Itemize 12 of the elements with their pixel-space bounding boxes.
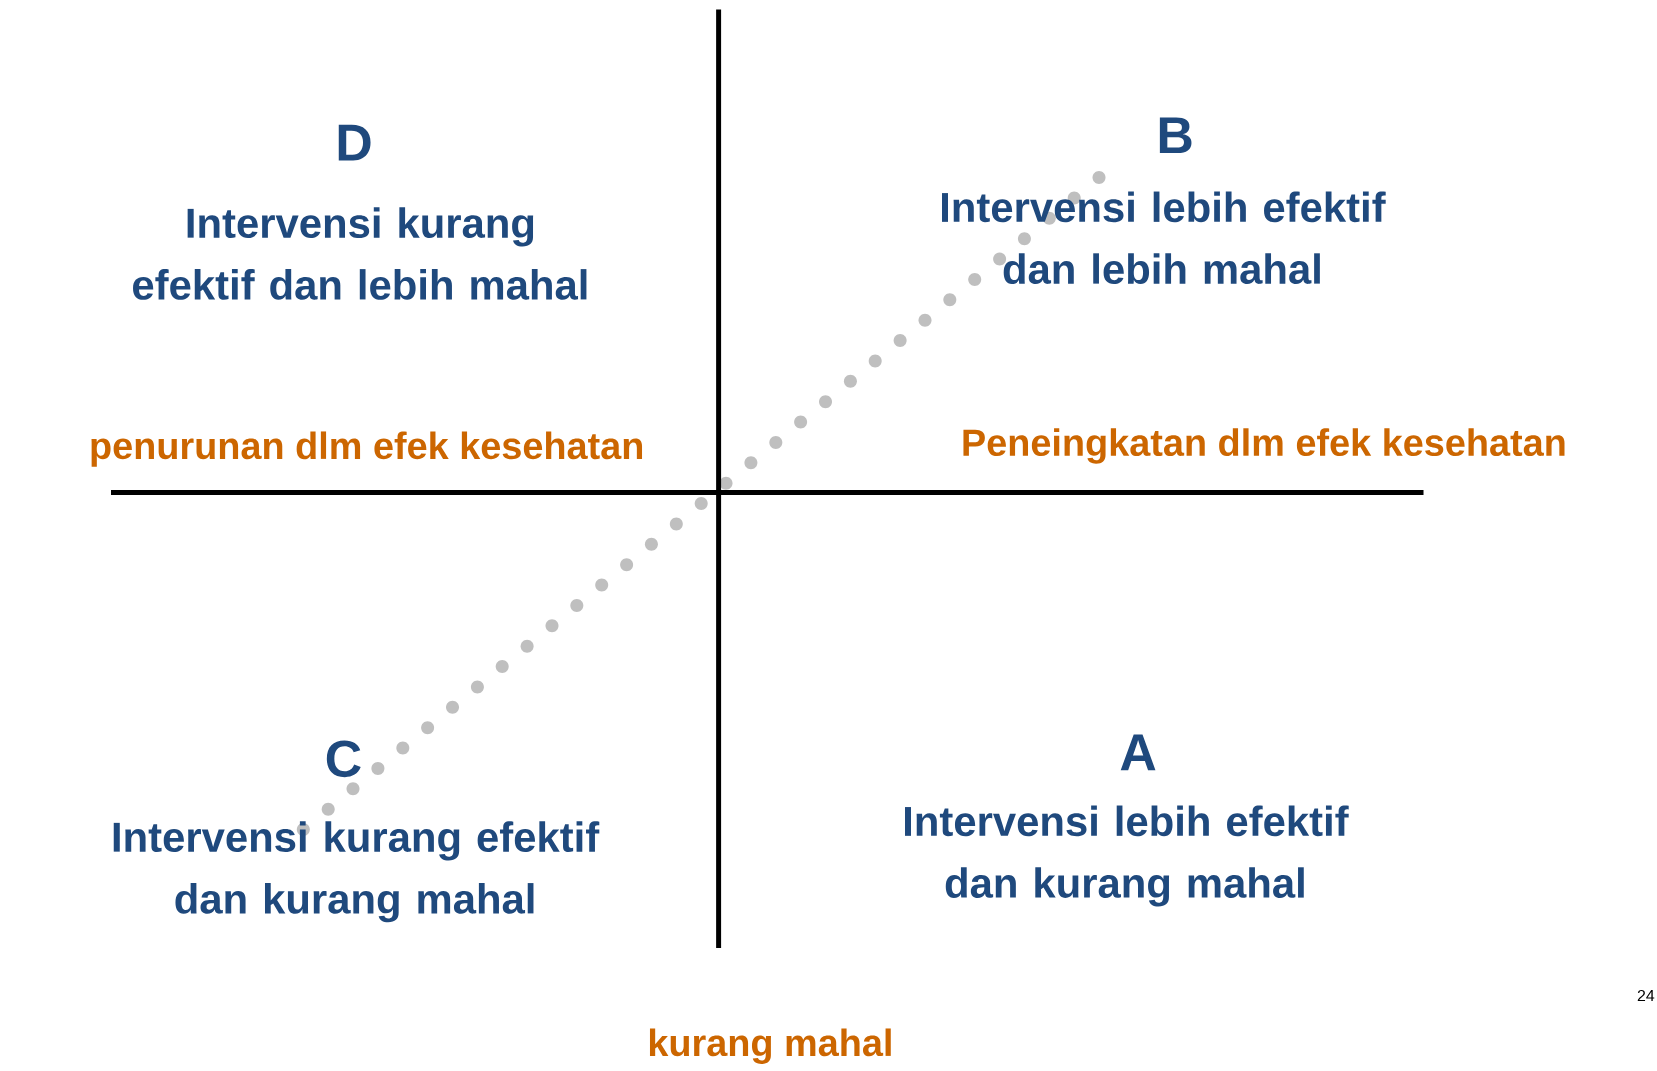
quadrant-text: Intervensi lebih efektif dan kurang mahal (905, 805, 1349, 907)
page-number: 24 (1637, 989, 1655, 1002)
quadrant-text: Intervensi lebih efektif dan lebih mahal (942, 191, 1386, 285)
quadrant-text: Intervensi kurang efektif dan lebih mahal (133, 207, 587, 300)
quadrant-letter: C (326, 740, 361, 778)
axis-label: Peneingkatan dlm efek kesehatan (963, 428, 1565, 464)
axis-label: kurang mahal (649, 1028, 891, 1064)
quadrant-text: Intervensi kurang efektif dan kurang mahal (113, 821, 600, 923)
quadrant-letter: A (1120, 734, 1156, 771)
quadrant-letter: B (1159, 117, 1192, 154)
quadrant-letter: D (338, 124, 371, 161)
axis-label: penurunan dlm efek kesehatan (91, 431, 643, 467)
